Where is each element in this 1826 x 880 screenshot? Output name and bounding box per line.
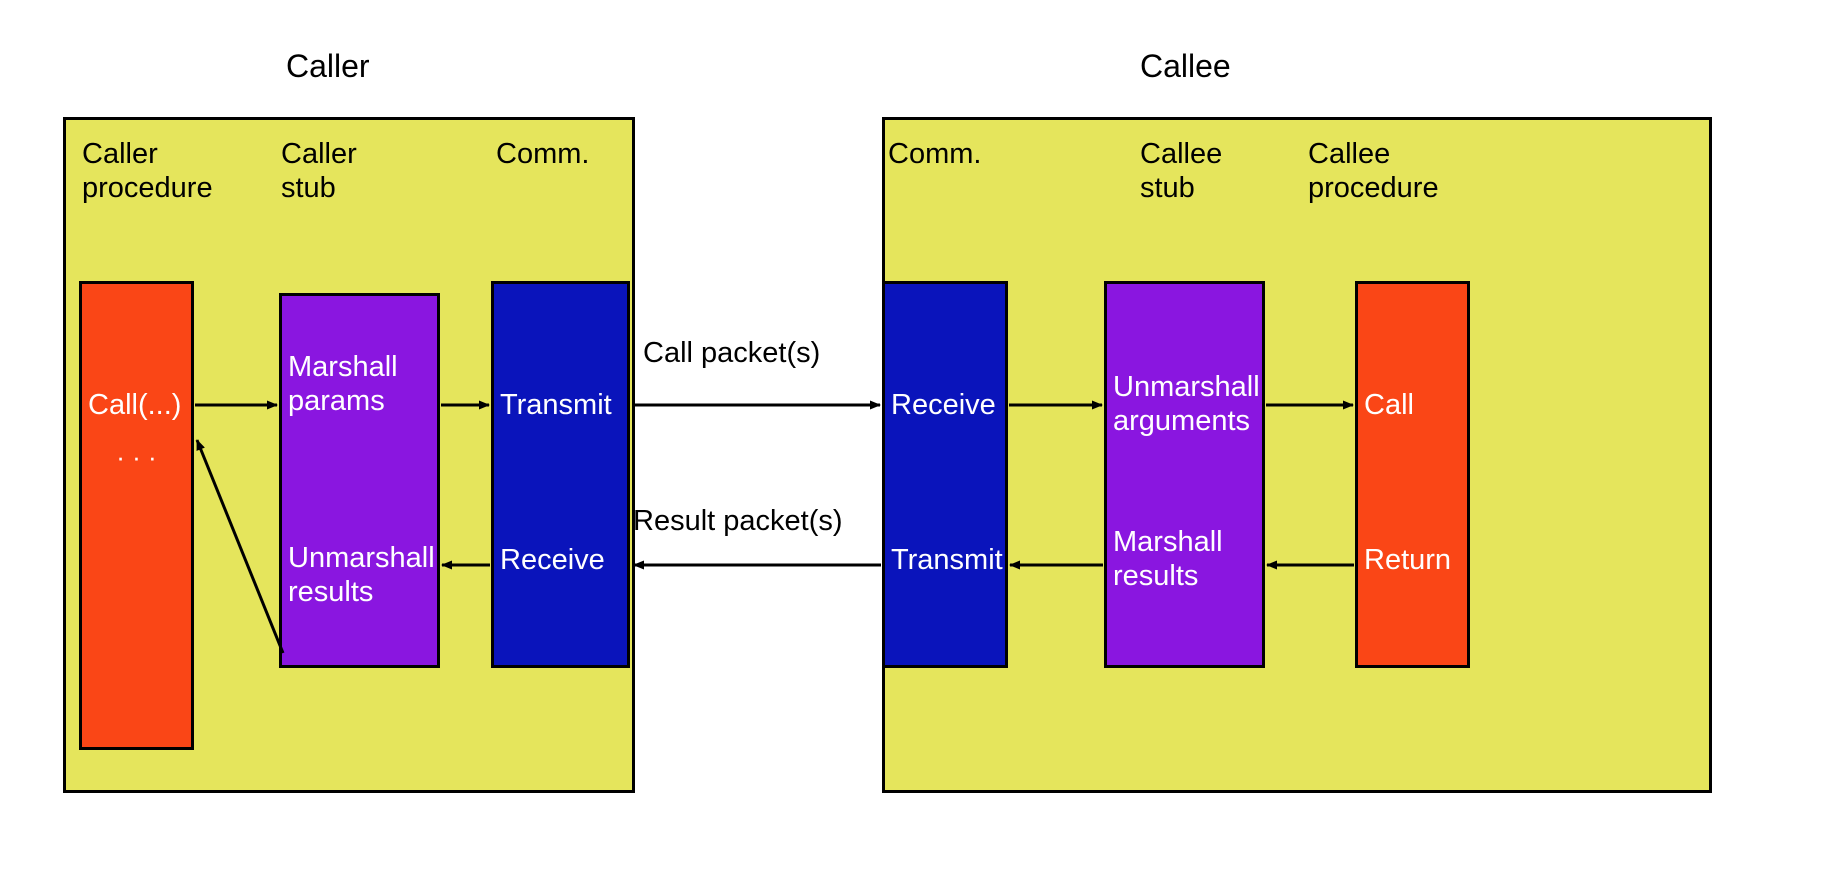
marshall-results-text: Marshall results — [1113, 526, 1223, 592]
callee-stub-block: Unmarshall arguments Marshall results — [1104, 281, 1265, 668]
callee-title: Callee — [1140, 48, 1231, 84]
unmarshall-arguments-text: Unmarshall arguments — [1113, 371, 1260, 437]
caller-stub-block: Marshall params Unmarshall results — [279, 293, 440, 668]
caller-stub-label: Caller stub — [281, 138, 357, 204]
call-block: Call(...) · · · — [79, 281, 194, 750]
result-packets-label: Result packet(s) — [633, 505, 843, 537]
comm-right-label: Comm. — [888, 138, 982, 170]
marshall-params-text: Marshall params — [288, 351, 398, 417]
caller-title: Caller — [286, 48, 370, 84]
receive-left-text: Receive — [500, 544, 605, 576]
unmarshall-results-text: Unmarshall results — [288, 542, 435, 608]
callee-procedure-label: Callee procedure — [1308, 138, 1439, 204]
callee-panel — [882, 117, 1712, 793]
receive-right-text: Receive — [891, 389, 996, 421]
callee-proc-block: Call Return — [1355, 281, 1470, 668]
callee-return-text: Return — [1364, 544, 1452, 576]
call-block-dots: · · · — [116, 442, 157, 472]
callee-call-text: Call — [1364, 389, 1414, 421]
caller-procedure-label: Caller procedure — [82, 138, 213, 204]
call-block-text: Call(...) — [88, 389, 182, 421]
transmit-left-text: Transmit — [500, 389, 612, 421]
comm-left-label: Comm. — [496, 138, 590, 170]
transmit-right-text: Transmit — [891, 544, 1003, 576]
callee-stub-label: Callee stub — [1140, 138, 1223, 204]
comm-right-block: Receive Transmit — [882, 281, 1008, 668]
comm-left-block: Transmit Receive — [491, 281, 630, 668]
call-packets-label: Call packet(s) — [643, 337, 821, 369]
